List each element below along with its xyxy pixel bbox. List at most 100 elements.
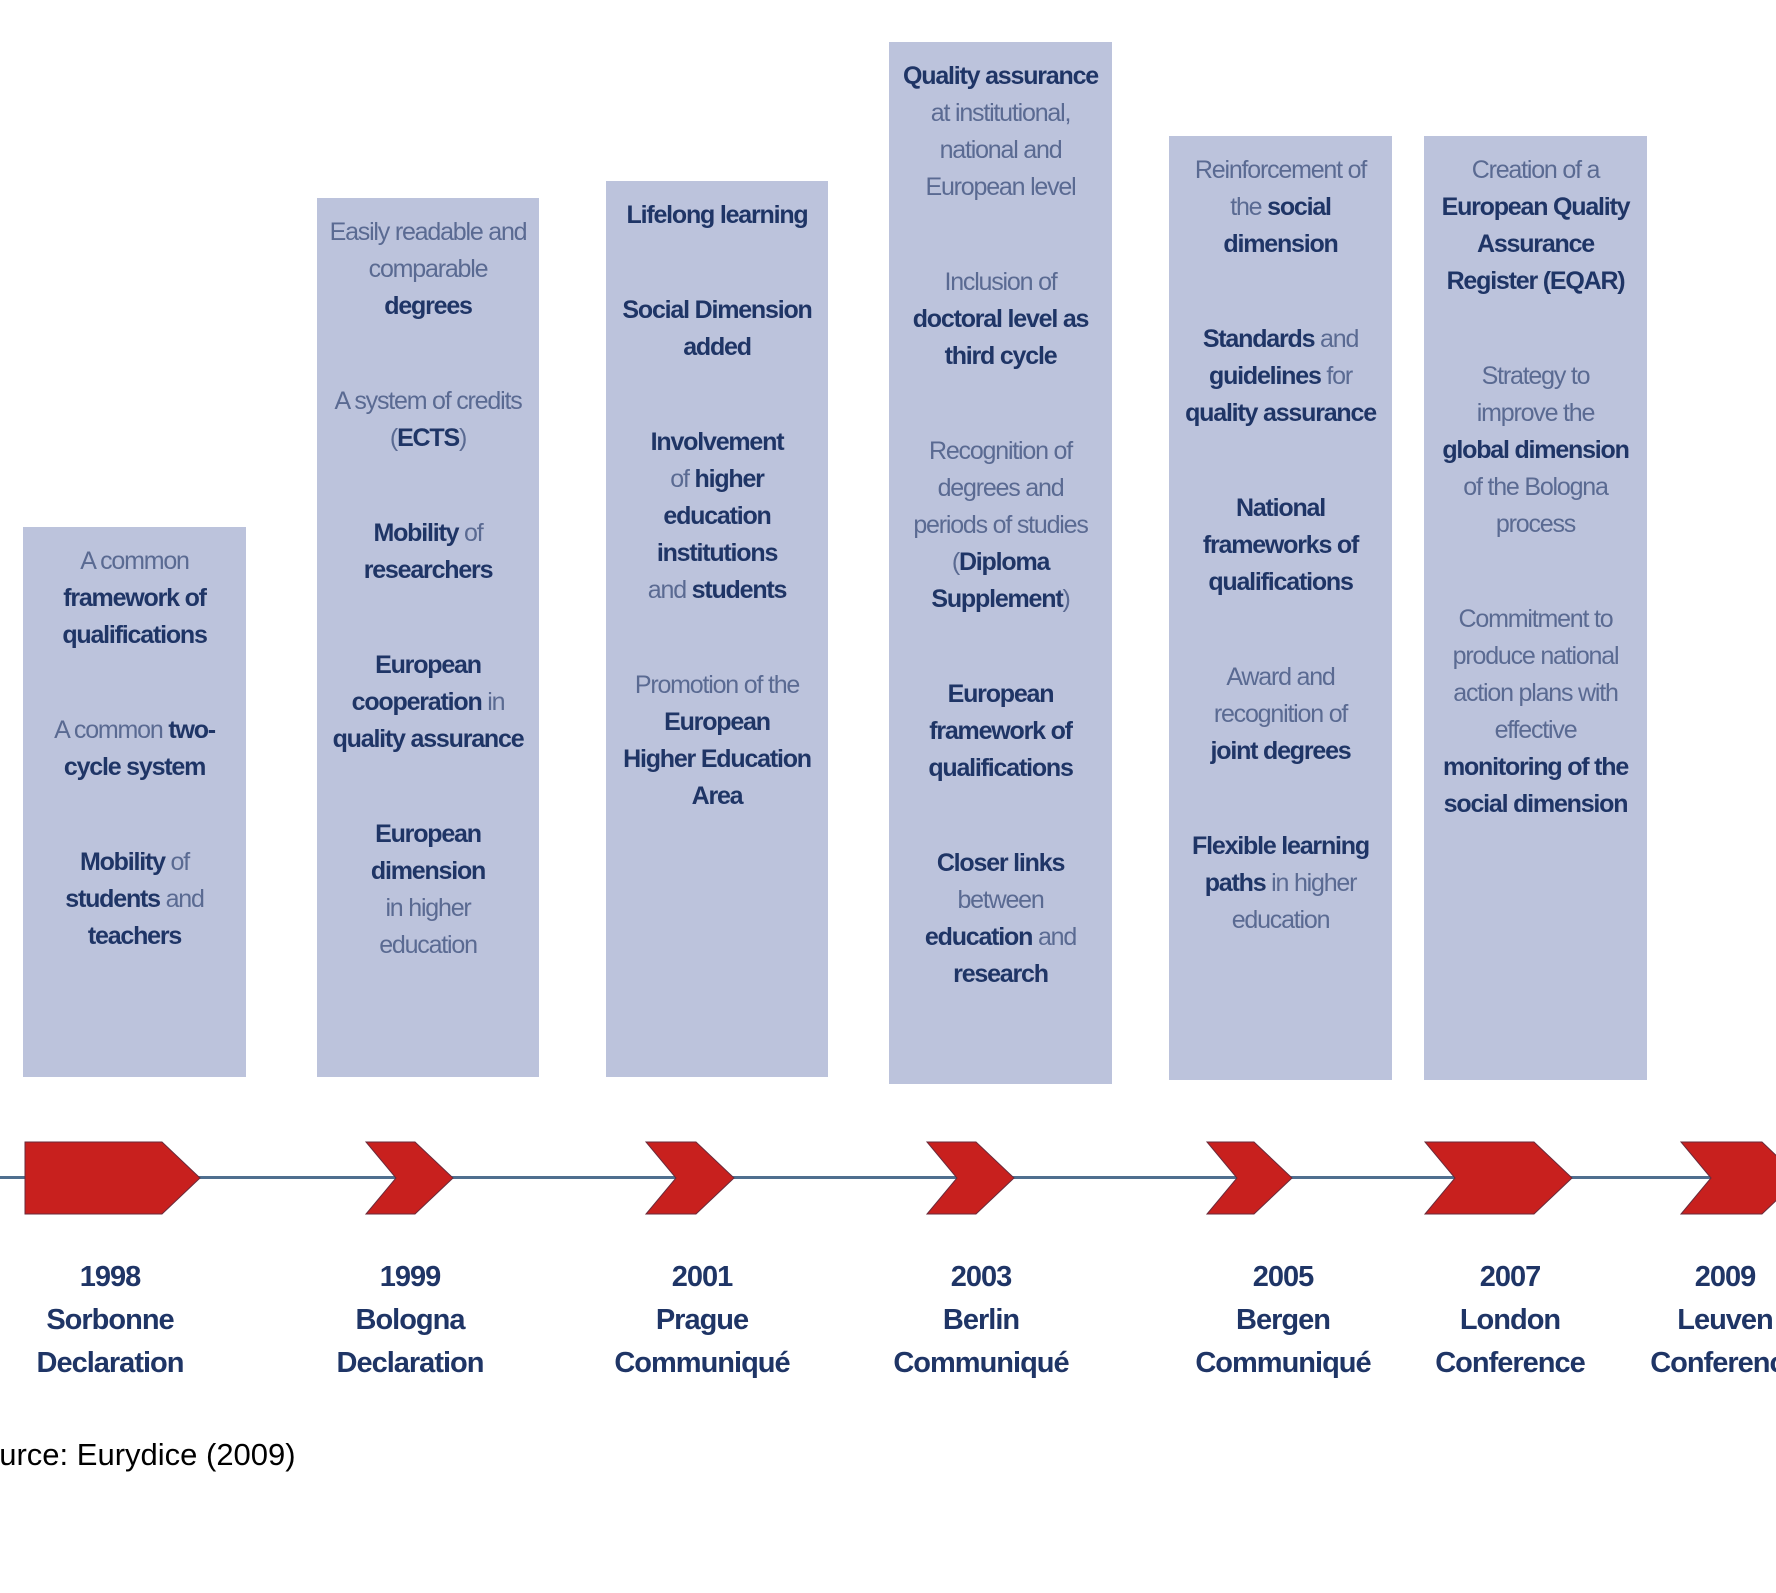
bold-text: National <box>1235 494 1326 522</box>
milestone-type: Communiqué <box>1195 1347 1371 1379</box>
text: of <box>458 519 484 547</box>
bold-text: degrees <box>384 292 473 320</box>
box-line: Creation of a <box>1424 152 1647 189</box>
box-item: A system of credits(ECTS) <box>317 383 539 457</box>
source-note: ource: Eurydice (2009) <box>0 1437 296 1472</box>
text: and <box>1314 325 1359 353</box>
bold-text: Higher Education <box>623 745 812 773</box>
box-line: monitoring of the <box>1424 749 1647 786</box>
box-line: recognition of <box>1169 696 1392 733</box>
text: of <box>164 848 191 876</box>
text: of <box>670 465 695 493</box>
box-line: teachers <box>23 918 246 955</box>
text: Strategy to <box>1481 362 1591 390</box>
bold-text: Register (EQAR) <box>1446 267 1626 295</box>
box-line: (ECTS) <box>317 420 539 457</box>
box-line: quality assurance <box>317 721 539 758</box>
box-line: of higher <box>606 461 828 498</box>
box-line: qualifications <box>23 617 246 654</box>
milestone-year: 1998 <box>79 1261 142 1293</box>
bold-text: European <box>947 680 1055 708</box>
text: education <box>379 931 478 959</box>
box-line: national and <box>889 132 1112 169</box>
bold-text: global dimension <box>1442 436 1630 464</box>
box-item: Strategy to improve the global dimension of… <box>1424 358 1647 543</box>
bold-text: added <box>683 333 752 361</box>
box-line: periods of studies <box>889 507 1112 544</box>
milestone-type: Conference <box>1435 1347 1586 1379</box>
bold-text: dimension <box>1223 230 1338 258</box>
box-line: Easily readable and <box>317 214 539 251</box>
box-line: degrees <box>317 288 539 325</box>
text: between <box>957 886 1044 914</box>
chevron-arrow-icon <box>644 1141 735 1215</box>
bold-text: Assurance <box>1476 230 1595 258</box>
chevron-arrow-icon <box>1205 1141 1293 1215</box>
milestone-year: 2001 <box>671 1261 734 1293</box>
box-line: of the Bologna <box>1424 469 1647 506</box>
bold-text: guidelines <box>1209 362 1322 390</box>
box-line: paths in higher <box>1169 865 1392 902</box>
box-line: the social <box>1169 189 1392 226</box>
text: ) <box>458 424 467 452</box>
text: the <box>1230 193 1268 221</box>
text: in higher <box>385 894 471 922</box>
bold-text: Standards <box>1202 325 1316 353</box>
box-line: European <box>317 816 539 853</box>
bold-text: Lifelong learning <box>626 201 809 229</box>
text: Commitment to <box>1458 605 1614 633</box>
box-line: social dimension <box>1424 786 1647 823</box>
text: process <box>1495 510 1576 538</box>
bold-text: ECTS <box>397 424 460 452</box>
bold-text: quality assurance <box>1185 399 1377 427</box>
bold-text: European <box>375 651 482 679</box>
box-item: A common two-cycle system <box>23 712 246 786</box>
bold-text: qualifications <box>1208 568 1354 596</box>
text: A common <box>54 716 169 744</box>
text: improve the <box>1476 399 1596 427</box>
milestone-year: 2005 <box>1252 1261 1315 1293</box>
box-line: Standards and <box>1169 321 1392 358</box>
box-line: dimension <box>317 853 539 890</box>
box-line: Reinforcement of <box>1169 152 1392 189</box>
bold-text: Social Dimension <box>622 296 812 324</box>
milestone-place: London <box>1459 1304 1561 1336</box>
milestone-place: Leuven <box>1677 1304 1774 1336</box>
box-line: Mobility of <box>23 844 246 881</box>
box-line: between <box>889 882 1112 919</box>
box-line: European <box>317 647 539 684</box>
box-line: comparable <box>317 251 539 288</box>
box-line: in higher <box>317 890 539 927</box>
box-line: dimension <box>1169 226 1392 263</box>
text: Creation of a <box>1471 156 1601 184</box>
box-line: Supplement) <box>889 581 1112 618</box>
box-line: education <box>1169 902 1392 939</box>
bold-text: education <box>663 502 771 530</box>
bold-text: cycle system <box>63 753 206 781</box>
text: ( <box>951 548 960 576</box>
text: Promotion of the <box>634 671 800 699</box>
milestone-place: Sorbonne <box>46 1304 174 1336</box>
bold-text: cooperation <box>351 688 483 716</box>
bold-text: Mobility <box>79 848 166 876</box>
box-item: Lifelong learning <box>606 197 828 234</box>
box-line: Recognition of <box>889 433 1112 470</box>
text: Recognition of <box>928 437 1073 465</box>
box-line: produce national <box>1424 638 1647 675</box>
milestone-type: Declaration <box>36 1347 185 1379</box>
box-line: added <box>606 329 828 366</box>
box-line: (Diploma <box>889 544 1112 581</box>
box-line: researchers <box>317 552 539 589</box>
